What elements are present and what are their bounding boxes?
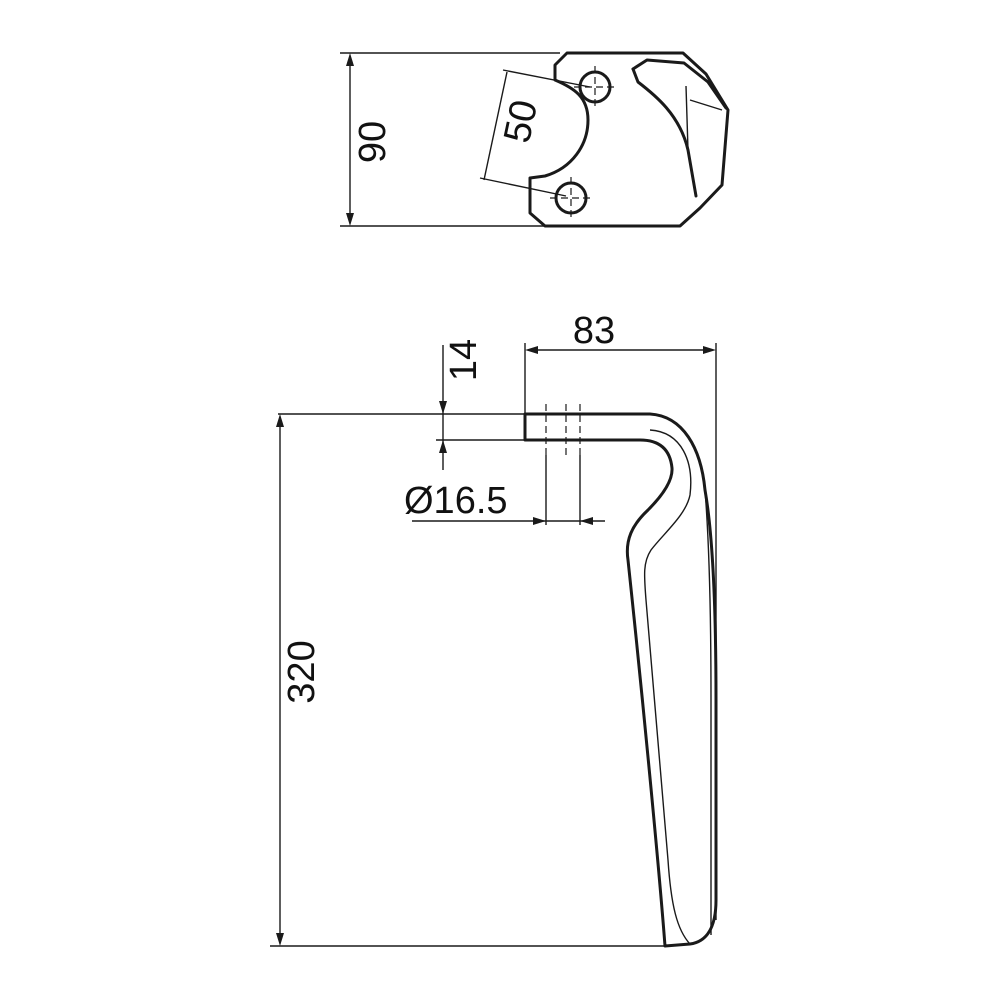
dim-83-arrow-left — [525, 346, 538, 354]
top-view-hole-lower — [554, 181, 588, 215]
dim-14-arrow-bottom — [439, 440, 447, 453]
dim-90-label: 90 — [352, 121, 394, 163]
dim-90-arrow-top — [346, 53, 354, 66]
top-view-blade-bevel — [631, 58, 728, 110]
dim-320-arrow-bottom — [276, 933, 284, 946]
side-view-inner-contour — [643, 429, 692, 945]
dim-320-label: 320 — [281, 640, 323, 703]
side-view-tine-outline — [523, 412, 718, 948]
side-view-edge-line — [704, 489, 712, 935]
top-view-blade-face — [631, 67, 698, 198]
dim-320-arrow-top — [276, 414, 284, 427]
dim-14-arrow-top — [439, 401, 447, 414]
top-view: 90 50 — [340, 51, 730, 228]
top-view-blade-inner-edge — [685, 85, 723, 151]
top-view-plate-outline — [528, 51, 730, 228]
side-view: 83 14 Ø16.5 320 — [270, 310, 718, 948]
dim-83-label: 83 — [573, 310, 615, 352]
dim-50-label: 50 — [496, 96, 546, 146]
dim-50-extension-lower — [479, 177, 567, 197]
dim-14-label: 14 — [443, 339, 485, 381]
dim-50-line — [483, 71, 508, 181]
top-view-hole-upper — [578, 70, 612, 104]
dim-90-arrow-bottom — [346, 213, 354, 226]
dim-83-arrow-right — [703, 346, 716, 354]
dim-diameter-label: Ø16.5 — [404, 480, 508, 522]
dim-50-extension-upper — [502, 69, 591, 88]
dim-diameter-arrow-left — [533, 517, 546, 525]
dim-diameter-arrow-right — [580, 517, 593, 525]
